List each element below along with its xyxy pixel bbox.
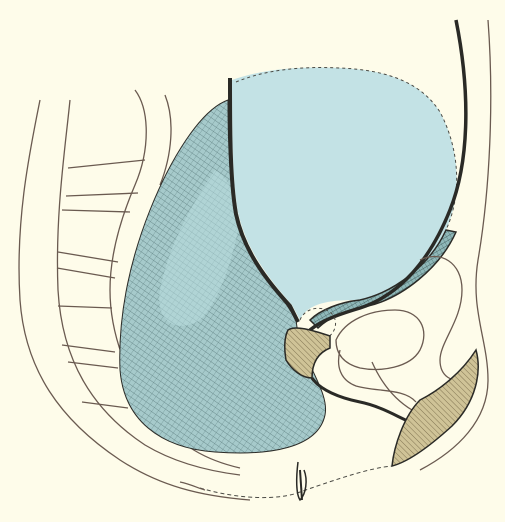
anatomical-figure — [0, 0, 505, 522]
pelvic-section-svg — [0, 0, 505, 522]
